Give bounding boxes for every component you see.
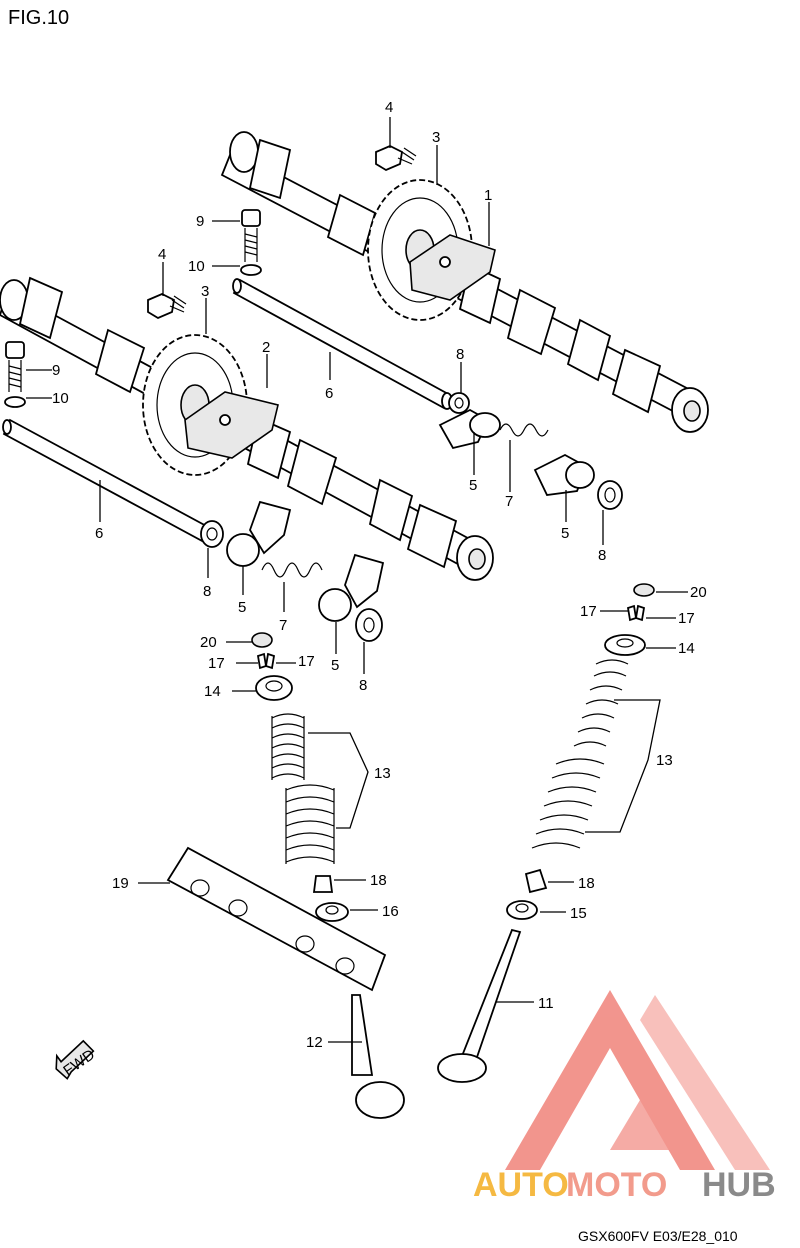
callout-5: 5 — [238, 599, 246, 616]
rocker-shaft-washer-lower — [4, 396, 26, 408]
rocker-spring-upper — [499, 423, 549, 437]
intake-valve — [351, 994, 405, 1119]
washer-lower-1 — [200, 520, 224, 548]
callout-17: 17 — [580, 603, 597, 620]
callout-7: 7 — [279, 617, 287, 634]
callout-13: 13 — [656, 752, 673, 769]
callout-14: 14 — [204, 683, 221, 700]
spring-retainer-right — [604, 634, 646, 656]
rocker-arm-upper-2 — [533, 453, 595, 496]
callout-9: 9 — [196, 213, 204, 230]
callout-5: 5 — [469, 477, 477, 494]
callout-8: 8 — [359, 677, 367, 694]
callout-4: 4 — [385, 99, 393, 116]
rocker-shaft-bolt-upper — [241, 209, 261, 262]
callout-18: 18 — [370, 872, 387, 889]
callout-7: 7 — [505, 493, 513, 510]
valve-stem-seal-left — [312, 875, 334, 893]
sprocket-bolt-lower — [147, 293, 187, 320]
callout-20: 20 — [690, 584, 707, 601]
shim-right — [633, 583, 655, 597]
leader-lines — [26, 117, 688, 1043]
cotter-left — [256, 652, 276, 670]
callout-4: 4 — [158, 246, 166, 263]
callout-16: 16 — [382, 903, 399, 920]
shim-left — [251, 632, 273, 648]
callout-17: 17 — [678, 610, 695, 627]
rocker-arm-lower-1 — [226, 500, 292, 567]
spring-seat-right — [506, 900, 538, 920]
callout-3: 3 — [432, 129, 440, 146]
drawing-code: GSX600FV E03/E28_010 — [578, 1228, 738, 1244]
callout-10: 10 — [52, 390, 69, 407]
valve-spring-outer-left — [285, 784, 335, 864]
rocker-arm-lower-2 — [318, 553, 385, 622]
valve-spring-outer-right — [531, 758, 605, 849]
callout-11: 11 — [538, 995, 554, 1012]
callout-6: 6 — [95, 525, 103, 542]
callout-5: 5 — [561, 525, 569, 542]
callout-9: 9 — [52, 362, 60, 379]
valve-spring-inner-right — [573, 659, 629, 747]
callout-8: 8 — [598, 547, 606, 564]
cylinder-head-gasket — [166, 846, 387, 992]
callout-6: 6 — [325, 385, 333, 402]
callout-19: 19 — [112, 875, 129, 892]
rocker-shaft-upper — [232, 278, 453, 410]
rocker-arm-upper-1 — [438, 408, 501, 450]
callout-8: 8 — [456, 346, 464, 363]
spring-retainer-left — [255, 675, 293, 701]
watermark-logo — [505, 990, 770, 1170]
callout-3: 3 — [201, 283, 209, 300]
callout-labels: 4 3 1 9 10 4 3 2 6 8 9 10 5 7 5 8 6 8 5 … — [52, 99, 707, 1051]
washer-lower-2 — [355, 608, 383, 642]
callout-13: 13 — [374, 765, 391, 782]
callout-12: 12 — [306, 1034, 323, 1051]
spring-seat-left — [315, 902, 349, 922]
callout-10: 10 — [188, 258, 205, 275]
watermark-text-hub: HUB — [702, 1166, 776, 1204]
cam-holder-1 — [409, 234, 496, 301]
callout-15: 15 — [570, 905, 587, 922]
callout-20: 20 — [200, 634, 217, 651]
rocker-spring-lower — [261, 562, 323, 578]
forward-direction-arrow: FWD — [55, 1039, 98, 1080]
watermark-text-moto: MOTO — [566, 1166, 667, 1204]
cotter-right — [626, 604, 646, 622]
callout-8: 8 — [203, 583, 211, 600]
exhaust-valve — [437, 928, 522, 1083]
callout-18: 18 — [578, 875, 595, 892]
rocker-shaft-washer-upper — [240, 264, 262, 276]
valve-spring-inner-left — [271, 713, 305, 780]
valve-stem-seal-right — [524, 868, 548, 894]
washer-upper-2 — [597, 480, 623, 510]
watermark-text-auto: AUTO — [473, 1166, 569, 1204]
rocker-shaft-bolt-lower — [5, 341, 25, 392]
callout-2: 2 — [262, 339, 270, 356]
sprocket-bolt-upper — [375, 145, 417, 172]
callout-17: 17 — [208, 655, 225, 672]
figure-title: FIG.10 — [8, 7, 69, 29]
callout-17: 17 — [298, 653, 315, 670]
cam-holder-2 — [184, 391, 279, 459]
washer-upper-1 — [448, 392, 470, 414]
callout-1: 1 — [484, 187, 492, 204]
callout-5: 5 — [331, 657, 339, 674]
callout-14: 14 — [678, 640, 695, 657]
